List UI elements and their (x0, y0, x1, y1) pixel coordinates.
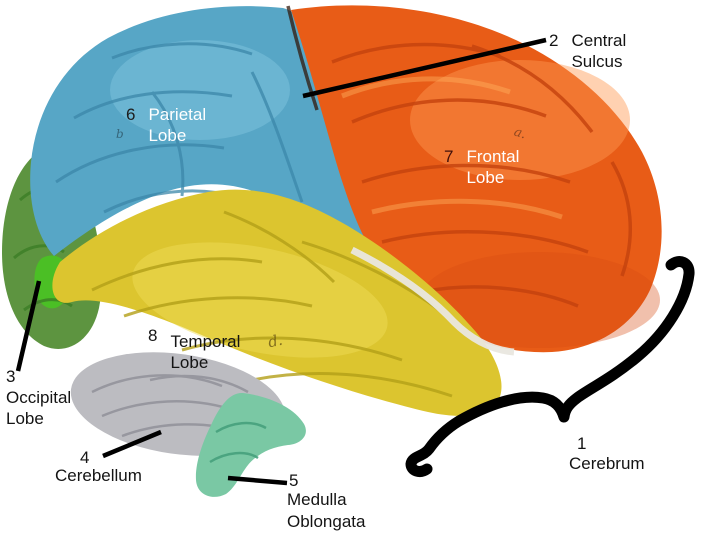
cerebrum-brace (405, 256, 695, 477)
label-cerebrum-line1: Cerebrum (569, 454, 645, 473)
label-temporal-lobe-number: 8 (148, 326, 158, 345)
label-parietal-lobe-line1: Parietal (148, 105, 207, 124)
label-frontal-lobe-line1: Frontal (466, 147, 520, 166)
pointer-line-medulla (227, 475, 288, 486)
label-central-sulcus-line2: Sulcus (571, 52, 623, 71)
label-cerebellum-number: 4 (80, 448, 90, 467)
label-medulla-line2: Oblongata (287, 512, 366, 531)
label-temporal-lobe-line1: Temporal (170, 332, 241, 351)
label-occipital-lobe-number: 3 (6, 367, 16, 386)
central-sulcus-groove (286, 5, 319, 111)
label-occipital-lobe-line2: Lobe (6, 409, 44, 428)
label-cerebellum-line1: Cerebellum (55, 466, 142, 485)
frontal-highlight (410, 60, 630, 180)
label-frontal-lobe-number: 7 (444, 147, 454, 166)
label-central-sulcus-line1: Central (571, 31, 627, 50)
label-temporal-lobe-line2: Lobe (170, 353, 209, 372)
pointer-line-central-sulcus (302, 37, 547, 99)
pointer-lines (15, 37, 547, 486)
label-medulla-number-wrap: 5 (289, 470, 298, 491)
label-cerebellum-number-wrap: 4 (80, 447, 89, 468)
label-occipital-lobe-line1: Occipital (6, 388, 72, 407)
frontal-sulci (331, 42, 633, 308)
label-cerebellum-text: Cerebellum (55, 465, 142, 486)
label-parietal-lobe-number: 6 (126, 105, 136, 124)
label-cerebrum-text: Cerebrum (569, 453, 645, 474)
label-medulla-line1: Medulla (287, 490, 347, 509)
parietal-sulci (55, 42, 304, 214)
parietal-highlight (110, 40, 290, 140)
label-parietal-lobe-line2: Lobe (148, 126, 187, 145)
label-medulla-number: 5 (289, 471, 299, 490)
label-medulla-text: Medulla Oblongata (287, 489, 365, 533)
label-occipital-lobe: 3 Occipital Lobe (6, 366, 71, 429)
pointer-line-occipital (15, 280, 42, 372)
label-central-sulcus-number: 2 (549, 31, 559, 50)
lateral-fissure (350, 246, 515, 356)
frontal-shade (420, 252, 660, 348)
medulla-region (195, 392, 306, 497)
frontal-gyri-highlights (341, 76, 563, 220)
pointer-line-cerebellum (102, 429, 162, 459)
temporal-sulci (91, 210, 453, 398)
medulla-texture-lines (209, 421, 267, 464)
label-cerebrum-number-wrap: 1 (577, 433, 586, 454)
label-frontal-lobe-line2: Lobe (466, 168, 505, 187)
label-cerebrum-number: 1 (577, 434, 587, 453)
